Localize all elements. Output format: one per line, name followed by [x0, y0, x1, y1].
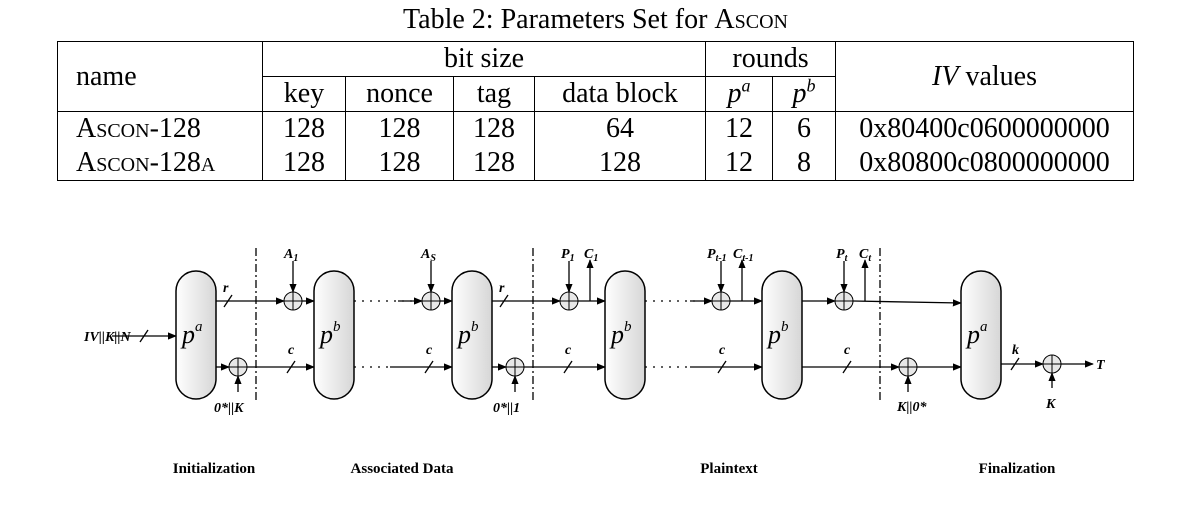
table-row: Ascon-128 128 128 128 64 12 6 0x80400c06… — [57, 111, 1134, 146]
caption-name: Ascon — [714, 4, 788, 35]
header-nonce: nonce — [345, 76, 454, 112]
header-bit-size: bit size — [262, 41, 706, 77]
perm-label: pa — [180, 319, 203, 349]
c1-label: C1 — [584, 247, 598, 264]
rate-label: r — [499, 281, 505, 296]
header-key: key — [262, 76, 346, 112]
perm-label: pa — [965, 319, 988, 349]
zero-k-label: 0*||K — [214, 401, 245, 416]
permutation-pb — [451, 270, 493, 400]
row-key: 128 — [262, 111, 346, 146]
header-pa: pa — [705, 76, 773, 112]
permutation-pb — [604, 270, 646, 400]
input-label: IV||K||N — [83, 330, 131, 345]
xor-node — [421, 291, 441, 311]
capacity-label: c — [844, 343, 851, 358]
xor-node — [1042, 354, 1062, 374]
key-label: K — [1045, 397, 1057, 412]
table-row: Ascon-128a 128 128 128 128 12 8 0x80800c… — [57, 146, 1134, 181]
a1-label: A1 — [283, 247, 298, 264]
row-name: Ascon-128a — [57, 146, 263, 181]
ascon-mode-diagram: pa pb pb pb pb pa IV||K||N 0*||K 0*||1 K… — [83, 247, 1106, 477]
header-iv-values: IV values — [835, 41, 1134, 112]
p1-label: P1 — [561, 247, 575, 264]
header-name: name — [57, 41, 263, 112]
permutation-pa-final — [960, 270, 1002, 400]
capacity-label: c — [719, 343, 726, 358]
zero-one-label: 0*||1 — [493, 401, 520, 416]
rate-label: r — [223, 281, 229, 296]
row-iv: 0x80400c0600000000 — [835, 111, 1134, 146]
header-rounds: rounds — [705, 41, 836, 77]
parameters-table: name bit size rounds IV values key nonce… — [57, 41, 1134, 181]
row-pb: 8 — [772, 146, 836, 181]
capacity-label: c — [426, 343, 433, 358]
row-key: 128 — [262, 146, 346, 181]
row-nonce: 128 — [345, 111, 454, 146]
ct1-label: Ct-1 — [733, 247, 753, 264]
xor-node — [505, 357, 525, 377]
phase-finalization: Finalization — [979, 461, 1056, 477]
pt1-label: Pt-1 — [707, 247, 727, 264]
caption-prefix: Table 2: Parameters Set for — [403, 4, 715, 35]
k-zero-label: K||0* — [896, 400, 928, 415]
key-size-label: k — [1012, 343, 1019, 358]
permutation-pb — [761, 270, 803, 400]
ct-label: Ct — [859, 247, 872, 264]
permutation-pb — [313, 270, 355, 400]
phase-associated-data: Associated Data — [351, 461, 454, 477]
perm-label: pb — [456, 319, 479, 349]
permutation-pa-init — [175, 270, 217, 400]
row-pa: 12 — [705, 111, 773, 146]
row-nonce: 128 — [345, 146, 454, 181]
perm-label: pb — [609, 319, 632, 349]
perm-label: pb — [318, 319, 341, 349]
xor-node — [898, 357, 918, 377]
row-name: Ascon-128 — [57, 111, 263, 146]
capacity-label: c — [565, 343, 572, 358]
xor-node — [834, 291, 854, 311]
row-iv: 0x80800c0800000000 — [835, 146, 1134, 181]
row-data-block: 128 — [534, 146, 706, 181]
row-data-block: 64 — [534, 111, 706, 146]
phase-plaintext: Plaintext — [700, 461, 758, 477]
xor-node — [228, 357, 248, 377]
row-pb: 6 — [772, 111, 836, 146]
row-tag: 128 — [453, 111, 535, 146]
phase-initialization: Initialization — [173, 461, 256, 477]
row-tag: 128 — [453, 146, 535, 181]
tag-label: T — [1096, 358, 1106, 373]
header-data-block: data block — [534, 76, 706, 112]
iv-label: IV — [932, 60, 959, 92]
xor-node — [283, 291, 303, 311]
perm-label: pb — [766, 319, 789, 349]
iv-values-text: values — [965, 60, 1037, 92]
as-label: AS — [420, 247, 436, 264]
capacity-label: c — [288, 343, 295, 358]
table-caption: Table 2: Parameters Set for Ascon — [0, 4, 1191, 36]
header-pb: pb — [772, 76, 836, 112]
xor-node — [711, 291, 731, 311]
pt-label: Pt — [836, 247, 849, 264]
header-tag: tag — [453, 76, 535, 112]
row-pa: 12 — [705, 146, 773, 181]
xor-node — [559, 291, 579, 311]
